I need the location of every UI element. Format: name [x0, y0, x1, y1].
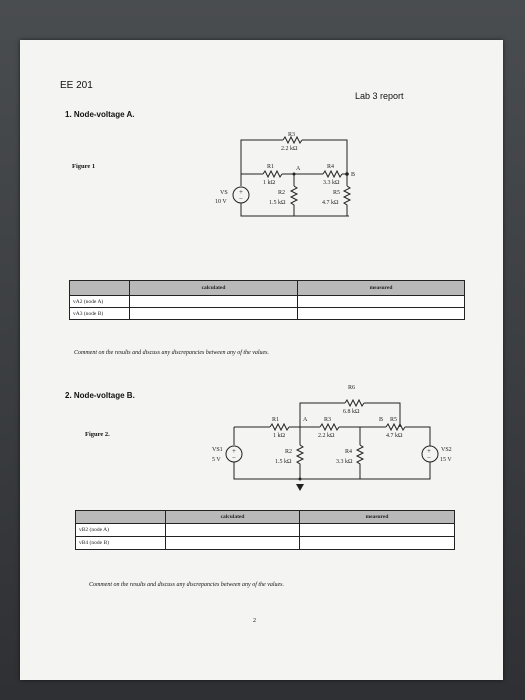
cell-calculated-a[interactable] [165, 523, 300, 537]
r3-label: R3 [288, 132, 295, 138]
r1-value-2: 1 kΩ [273, 433, 286, 439]
section-2-title: 2. Node-voltage B. [65, 391, 135, 400]
cell-calculated-b[interactable] [129, 307, 298, 320]
table-row: vA3 (node B) [69, 307, 465, 320]
node-a-label-2: A [303, 417, 308, 423]
r4-value-2: 3.3 kΩ [336, 459, 353, 465]
comment-prompt-2: Comment on the results and discuss any d… [89, 582, 285, 588]
minus-sign-left: − [232, 454, 236, 462]
cell-measured-b[interactable] [299, 536, 455, 550]
course-title: EE 201 [60, 80, 93, 91]
r5-value-2: 4.7 kΩ [386, 433, 403, 439]
r5-value: 4.7 kΩ [322, 200, 339, 206]
row-label-node-b: vB4 (node B) [75, 536, 166, 550]
row-label-node-b: vA3 (node B) [69, 307, 130, 320]
ground-arrow-icon [296, 484, 304, 491]
table-row: vA2 (node A) [69, 295, 465, 308]
minus-sign-right: − [427, 454, 431, 462]
figure-1-label: Figure 1 [72, 163, 96, 170]
header-calculated: calculated [165, 510, 300, 524]
page-number: 2 [253, 618, 256, 624]
results-table-2: calculated measured vB2 (node A) vB4 (no… [75, 510, 455, 550]
plus-sign-right: + [427, 447, 431, 455]
r3-value-2: 2.2 kΩ [318, 433, 335, 439]
minus-sign: − [239, 195, 243, 203]
cell-measured-b[interactable] [297, 307, 465, 320]
plus-sign: + [239, 188, 243, 196]
table-row: vB2 (node A) [75, 523, 455, 537]
header-blank [75, 510, 166, 524]
cell-calculated-a[interactable] [129, 295, 298, 308]
r1-label-2: R1 [272, 417, 279, 423]
r3-value: 2.2 kΩ [281, 146, 298, 152]
r4-label: R4 [327, 164, 334, 170]
header-measured: measured [297, 280, 465, 296]
r4-label-2: R4 [345, 449, 352, 455]
node-a-label: A [296, 166, 301, 172]
results-table-1: calculated measured vA2 (node A) vA3 (no… [69, 280, 465, 320]
source2-value: 15 V [440, 457, 452, 463]
r1-value: 1 kΩ [263, 180, 276, 186]
r6-value: 6.8 kΩ [343, 409, 360, 415]
source-value: 10 V [215, 199, 227, 205]
lab-title: Lab 3 report [355, 91, 404, 101]
header-blank [69, 280, 130, 296]
r3-label-2: R3 [324, 417, 331, 423]
source1-label: VS1 [212, 447, 223, 453]
figure-1-circuit: + − R3 2.2 kΩ R1 1 kΩ A R4 3.3 kΩ B VS 1… [215, 132, 355, 217]
source2-label: VS2 [441, 447, 452, 453]
lab-report-page: EE 201 Lab 3 report 1. Node-voltage A. F… [20, 40, 503, 680]
table-header-row: calculated measured [75, 510, 455, 524]
r5-label: R5 [333, 190, 340, 196]
row-label-node-a: vB2 (node A) [75, 523, 166, 537]
node-b-label: B [351, 172, 355, 178]
r6-label: R6 [348, 385, 355, 391]
r2-label-2: R2 [285, 449, 292, 455]
section-1-title: 1. Node-voltage A. [65, 110, 135, 119]
r2-label: R2 [278, 190, 285, 196]
r1-label: R1 [267, 164, 274, 170]
table-row: vB4 (node B) [75, 536, 455, 550]
comment-prompt-1: Comment on the results and discuss any d… [74, 350, 270, 356]
node-b-label-2: B [379, 417, 383, 423]
header-measured: measured [299, 510, 455, 524]
r2-value: 1.5 kΩ [269, 200, 286, 206]
figure-2-label: Figure 2. [85, 431, 110, 438]
row-label-node-a: vA2 (node A) [69, 295, 130, 308]
r5-label-2: R5 [390, 417, 397, 423]
plus-sign-left: + [232, 447, 236, 455]
header-calculated: calculated [129, 280, 298, 296]
r2-value-2: 1.5 kΩ [275, 459, 292, 465]
source-label: VS [220, 190, 228, 196]
r4-value: 3.3 kΩ [323, 180, 340, 186]
figure-2-circuit: + − + − R6 6.8 kΩ R1 1 kΩ A R3 2.2 kΩ B … [212, 385, 452, 491]
cell-calculated-b[interactable] [165, 536, 300, 550]
cell-measured-a[interactable] [297, 295, 465, 308]
cell-measured-a[interactable] [299, 523, 455, 537]
table-header-row: calculated measured [69, 280, 465, 296]
source1-value: 5 V [212, 457, 221, 463]
